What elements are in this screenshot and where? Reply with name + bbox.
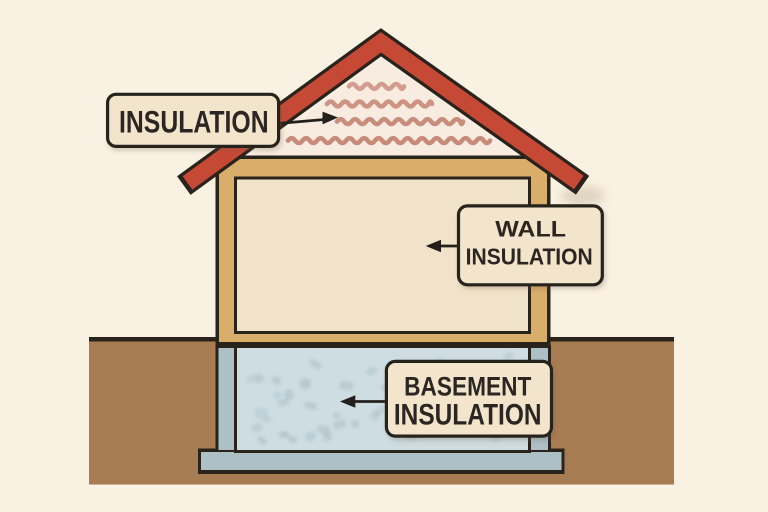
svg-text:INSULATION: INSULATION — [466, 243, 593, 269]
svg-text:WALL: WALL — [495, 217, 566, 243]
svg-text:BASEMENT: BASEMENT — [404, 373, 531, 402]
svg-text:INSULATION: INSULATION — [394, 398, 542, 431]
svg-text:INSULATION: INSULATION — [119, 105, 269, 141]
